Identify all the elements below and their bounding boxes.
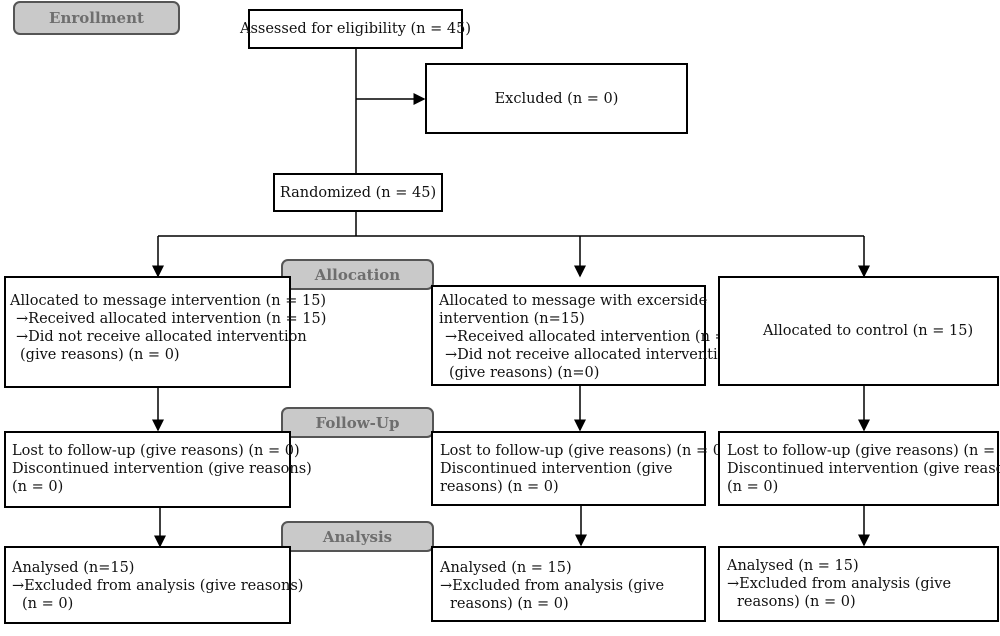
allocation-exercise-received: →Received allocated intervention (n = 15… [445,329,756,345]
allocation-exercise-title-cont: intervention (n=15) [439,311,585,327]
followup-message-lost: Lost to follow-up (give reasons) (n = 0) [12,443,300,459]
analysis-message-box: Analysed (n=15) →Excluded from analysis … [4,546,304,624]
allocation-message-box: Allocated to message intervention (n = 1… [4,276,327,388]
randomized-box: Randomized (n = 45) [273,173,443,212]
analysis-message-analysed: Analysed (n=15) [12,560,135,576]
followup-control-count: (n = 0) [727,479,779,495]
followup-exercise-lost: Lost to follow-up (give reasons) (n = 0) [440,443,728,459]
analysis-control-analysed: Analysed (n = 15) [727,558,859,574]
followup-exercise-count: reasons) (n = 0) [440,479,559,495]
stage-label-analysis: Analysis [281,521,434,552]
allocation-message-not-received: →Did not receive allocated intervention [16,329,307,345]
allocation-exercise-box: Allocated to message with excerside inte… [431,285,756,386]
followup-control-lost: Lost to follow-up (give reasons) (n = 0) [727,443,1000,459]
analysis-control-count: reasons) (n = 0) [737,594,856,610]
analysis-message-excluded: →Excluded from analysis (give reasons) [12,578,304,594]
allocation-exercise-not-received: →Did not receive allocated intervention [445,347,736,363]
allocation-exercise-title: Allocated to message with excerside [439,293,708,309]
analysis-control-box: Analysed (n = 15) →Excluded from analysi… [718,546,999,622]
followup-control-discontinued: Discontinued intervention (give reasons) [727,461,1000,477]
followup-exercise-box: Lost to follow-up (give reasons) (n = 0)… [431,431,728,506]
analysis-exercise-box: Analysed (n = 15) →Excluded from analysi… [431,546,706,622]
analysis-exercise-excluded: →Excluded from analysis (give [440,578,665,594]
excluded-text: Excluded (n = 0) [494,90,619,107]
allocation-exercise-reasons: (give reasons) (n=0) [449,365,600,381]
stage-label-allocation: Allocation [281,259,434,290]
followup-message-count: (n = 0) [12,479,64,495]
assessed-box: Assessed for eligibility (n = 45) [240,9,471,49]
randomized-text: Randomized (n = 45) [279,184,437,201]
allocation-message-received: →Received allocated intervention (n = 15… [16,311,327,327]
analysis-control-excluded: →Excluded from analysis (give [727,576,952,592]
followup-message-discontinued: Discontinued intervention (give reasons) [12,461,312,477]
analysis-exercise-count: reasons) (n = 0) [450,596,569,612]
allocation-message-reasons: (give reasons) (n = 0) [20,347,180,363]
followup-control-box: Lost to follow-up (give reasons) (n = 0)… [718,431,1000,506]
stage-label-enrollment: Enrollment [13,1,180,35]
excluded-box: Excluded (n = 0) [425,63,688,134]
analysis-exercise-analysed: Analysed (n = 15) [440,560,572,576]
allocation-control-text: Allocated to control (n = 15) [763,323,974,339]
analysis-message-count: (n = 0) [22,596,74,612]
stage-label-followup: Follow-Up [281,407,434,438]
allocation-control-box: Allocated to control (n = 15) [718,276,999,386]
assessed-text: Assessed for eligibility (n = 45) [240,21,471,37]
followup-message-box: Lost to follow-up (give reasons) (n = 0)… [4,431,312,508]
followup-exercise-discontinued: Discontinued intervention (give [440,461,673,477]
allocation-message-title: Allocated to message intervention (n = 1… [10,293,327,309]
